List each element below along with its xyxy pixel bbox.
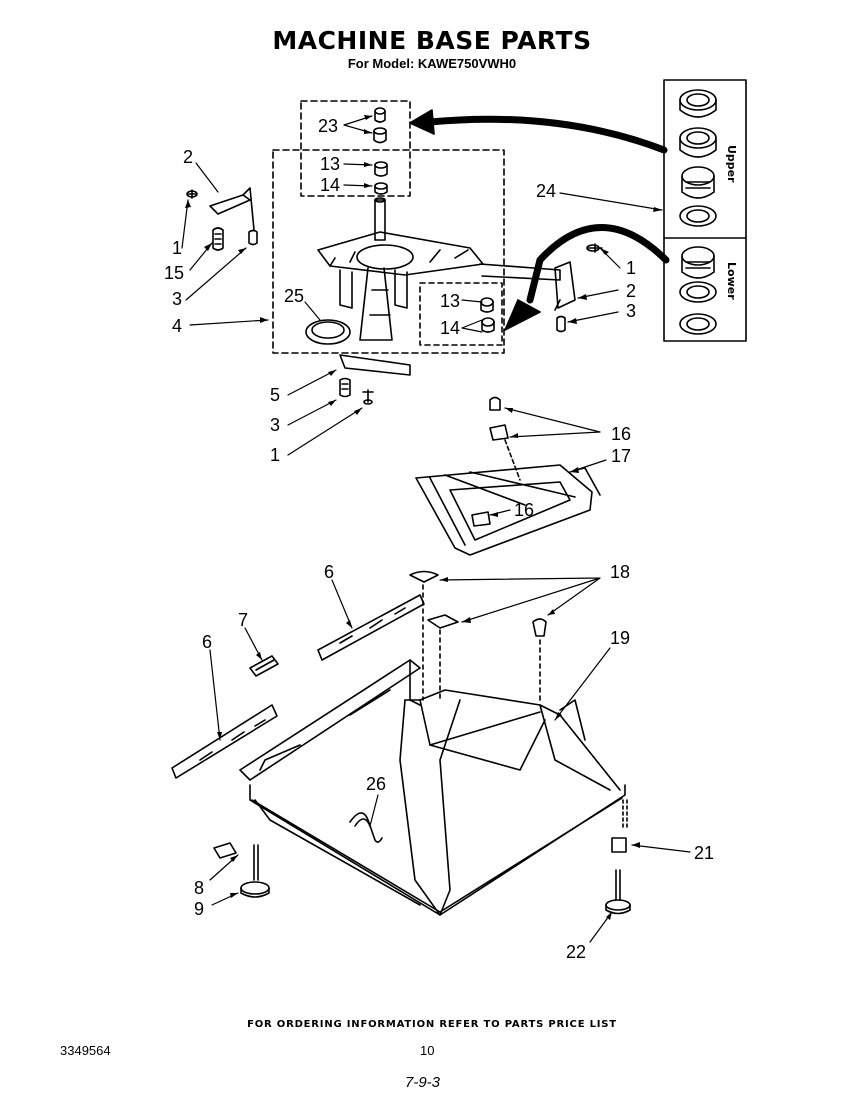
lower-kit-arrow [526, 224, 670, 304]
document-number: 3349564 [60, 1043, 111, 1058]
lower-clip-parts [339, 354, 411, 405]
callout-15: 15 [164, 263, 184, 283]
callout-1-right: 1 [626, 258, 636, 278]
callout-14-lower: 14 [440, 318, 460, 338]
suspension-cradle-part [415, 396, 601, 556]
bearing-kit-box [663, 79, 747, 342]
callout-6-lower: 6 [202, 632, 212, 652]
callout-1-left: 1 [172, 238, 182, 258]
callout-16-lower: 16 [514, 500, 534, 520]
callout-18: 18 [610, 562, 630, 582]
callout-8: 8 [194, 878, 204, 898]
callout-3-right: 3 [626, 301, 636, 321]
leader-arrowheads [185, 115, 662, 920]
callout-13-lower: 13 [440, 291, 460, 311]
callout-25: 25 [284, 286, 304, 306]
right-bracket-parts [554, 243, 603, 333]
callout-24: 24 [536, 181, 556, 201]
callout-6-upper: 6 [324, 562, 334, 582]
base-bracket-parts [171, 570, 547, 779]
leader-lines [181, 115, 691, 943]
ordering-note: FOR ORDERING INFORMATION REFER TO PARTS … [247, 1019, 617, 1030]
bearing-13-part [374, 161, 388, 177]
leveling-feet-parts [213, 799, 631, 915]
handwritten-mark: 7-9-3 [405, 1074, 441, 1091]
lower-kit-bearings [679, 246, 717, 335]
callout-13-upper: 13 [320, 154, 340, 174]
bearing-14-part [374, 182, 388, 195]
kit-lower-label: Lower [725, 262, 738, 300]
callout-9: 9 [194, 899, 204, 919]
callout-2-right: 2 [626, 281, 636, 301]
callout-16-upper: 16 [611, 424, 631, 444]
page-title: MACHINE BASE PARTS [272, 26, 592, 55]
callout-19: 19 [610, 628, 630, 648]
model-subtitle: For Model: KAWE750VWH0 [347, 56, 517, 71]
callout-1-clip: 1 [270, 445, 280, 465]
callout-17: 17 [611, 446, 631, 466]
seal-25-part [305, 319, 351, 345]
lower-bearing-inset-box [419, 282, 503, 346]
callout-3-clip: 3 [270, 415, 280, 435]
page-number: 10 [420, 1043, 435, 1058]
bearing-inset-box [300, 100, 411, 197]
callout-2-left: 2 [183, 147, 193, 167]
callout-5: 5 [270, 385, 280, 405]
upper-kit-arrow [426, 115, 668, 154]
base-frame-part [239, 659, 626, 916]
callout-14-upper: 14 [320, 175, 340, 195]
lower-bearings-part [480, 297, 495, 333]
upper-kit-bearings [679, 89, 717, 227]
callout-26: 26 [366, 774, 386, 794]
kit-upper-label: Upper [725, 145, 738, 183]
callout-22: 22 [566, 942, 586, 962]
callout-7: 7 [238, 610, 248, 630]
bearing-23-part [373, 107, 387, 144]
left-bracket-parts [186, 187, 258, 251]
callout-4: 4 [172, 316, 182, 336]
callout-3-left: 3 [172, 289, 182, 309]
callout-23: 23 [318, 116, 338, 136]
clip-26-part [349, 812, 383, 843]
callout-21: 21 [694, 843, 714, 863]
gearcase-assembly-part [317, 197, 561, 341]
agitator-assembly-box [272, 149, 505, 354]
